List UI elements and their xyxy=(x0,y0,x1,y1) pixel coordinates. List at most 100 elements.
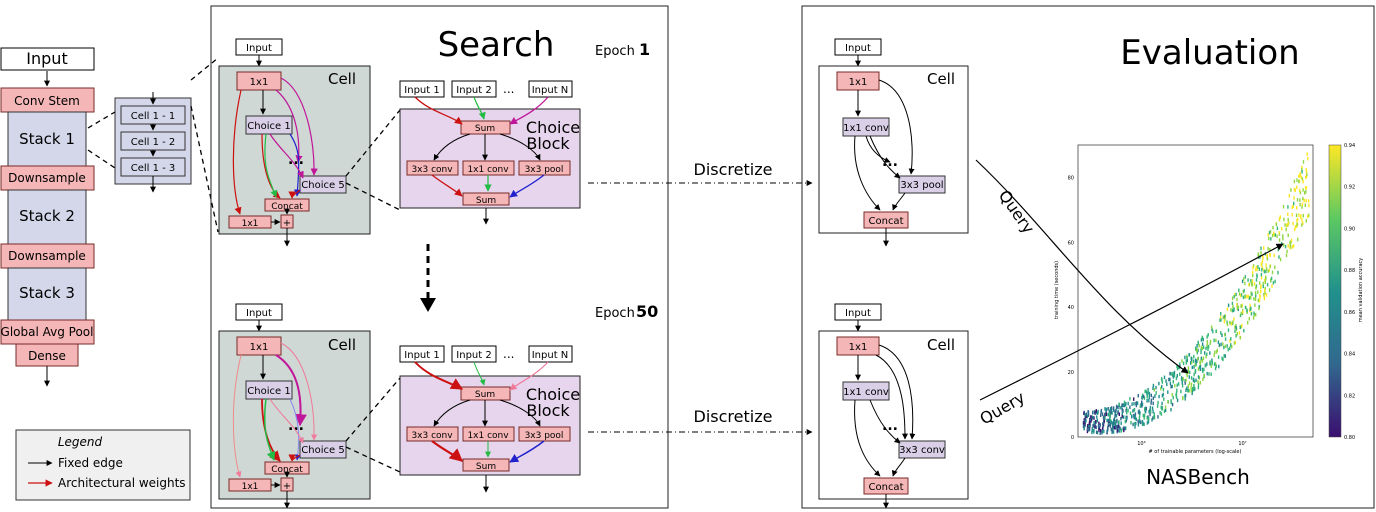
scatter-point xyxy=(1108,409,1111,414)
scatter-point xyxy=(1176,383,1178,387)
scatter-point xyxy=(1247,294,1249,299)
scatter-point xyxy=(1231,296,1234,300)
scatter-point xyxy=(1221,356,1223,361)
cell-1-3-label: Cell 1 - 3 xyxy=(131,163,176,174)
search-cell1-concat-label: Concat xyxy=(271,202,303,212)
scatter-point xyxy=(1100,413,1102,417)
scatter-point xyxy=(1118,412,1120,416)
scatter-point xyxy=(1241,279,1244,284)
scatter-point xyxy=(1110,410,1112,415)
scatter-point xyxy=(1087,427,1089,432)
scatter-point xyxy=(1083,418,1085,422)
scatter-point xyxy=(1296,178,1298,182)
cb50-inputs-ellipsis: ... xyxy=(503,347,514,361)
scatter-point xyxy=(1246,310,1248,314)
scatter-point xyxy=(1138,410,1140,415)
y-tick-label: 40 xyxy=(1068,305,1074,311)
scatter-point xyxy=(1227,303,1230,308)
scatter-point xyxy=(1253,297,1255,301)
search-cell1-choice5-box xyxy=(299,175,347,194)
scatter-point xyxy=(1114,425,1116,430)
scatter-point xyxy=(1224,314,1226,318)
scatter-point xyxy=(1140,420,1142,425)
scatter-point xyxy=(1123,400,1126,405)
scatter-point xyxy=(1115,414,1118,418)
search-choice-block-epoch1: Input 1 Input 2 ... Input N Choice Block… xyxy=(345,80,581,225)
scatter-point xyxy=(1190,382,1193,387)
scatter-point xyxy=(1301,202,1304,206)
scatter-point xyxy=(1257,252,1260,256)
scatter-point xyxy=(1084,422,1086,426)
scatter-point xyxy=(1256,273,1258,277)
y-tick-label: 60 xyxy=(1068,240,1074,246)
search-cell-epoch1: Input Cell 1x1 Choice 1 ... Choice 5 Con… xyxy=(218,38,371,247)
scatter-point xyxy=(1187,388,1190,392)
scatter-point xyxy=(1184,379,1186,383)
scatter-point xyxy=(1206,352,1208,356)
scatter-point xyxy=(1217,355,1220,359)
scatter-point xyxy=(1278,231,1280,235)
scatter-point xyxy=(1289,243,1292,248)
scatter-point xyxy=(1107,428,1109,432)
scatter-point xyxy=(1307,157,1309,161)
scatter-point xyxy=(1240,304,1242,308)
scatter-point xyxy=(1207,347,1209,351)
scatter-point xyxy=(1230,322,1233,326)
scatter-point xyxy=(1118,420,1120,424)
scatter-point xyxy=(1269,248,1271,252)
scatter-point xyxy=(1129,411,1132,416)
scatter-point xyxy=(1255,312,1257,317)
scatter-point xyxy=(1201,358,1204,363)
scatter-point xyxy=(1139,419,1141,423)
scatter-point xyxy=(1093,421,1095,425)
search-cell50-1x1-box xyxy=(236,336,282,356)
scatter-point xyxy=(1116,404,1118,409)
scatter-point xyxy=(1291,213,1293,217)
scatter-point xyxy=(1217,340,1220,344)
scatter-point xyxy=(1082,424,1085,428)
scatter-point xyxy=(1139,414,1141,418)
scatter-point xyxy=(1153,415,1155,419)
scatter-point xyxy=(1195,346,1197,350)
scatter-point xyxy=(1148,395,1150,400)
scatter-point xyxy=(1147,416,1149,421)
scatter-point xyxy=(1234,325,1236,329)
legend-fixed-edge-label: Fixed edge xyxy=(58,456,123,470)
scatter-point xyxy=(1187,384,1189,388)
scatter-point xyxy=(1114,419,1116,424)
scatter-point xyxy=(1129,405,1131,409)
epoch-50-label: Epoch xyxy=(595,306,635,321)
scatter-point xyxy=(1260,246,1262,251)
scatter-point xyxy=(1125,401,1127,406)
scatter-point xyxy=(1252,273,1254,278)
scatter-point xyxy=(1144,409,1146,413)
scatter-point xyxy=(1244,295,1246,299)
scatter-point xyxy=(1209,360,1211,365)
cb50-op-3x3pool-box xyxy=(518,426,571,442)
scatter-point xyxy=(1203,367,1205,372)
scatter-point xyxy=(1286,249,1288,254)
scatter-point xyxy=(1234,340,1237,345)
cb50-inputN-label: Input N xyxy=(532,350,569,361)
scatter-point xyxy=(1301,170,1303,174)
scatter-point xyxy=(1302,214,1304,218)
scatter-point xyxy=(1301,168,1303,172)
scatter-point xyxy=(1284,244,1287,249)
scatter-point xyxy=(1263,278,1266,282)
scatter-point xyxy=(1248,283,1250,287)
scatter-point xyxy=(1197,382,1200,387)
scatter-point xyxy=(1244,275,1246,279)
scatter-point xyxy=(1184,355,1186,360)
search-cell1-input-label: Input xyxy=(246,43,272,54)
scatter-point xyxy=(1255,265,1258,270)
scatter-point xyxy=(1293,196,1295,200)
conv-stem-box xyxy=(0,87,95,113)
scatter-point xyxy=(1252,264,1255,268)
scatter-point xyxy=(1093,423,1095,428)
scatter-point xyxy=(1157,415,1159,419)
scatter-point xyxy=(1095,410,1097,415)
scatter-point xyxy=(1121,406,1123,410)
scatter-point xyxy=(1176,398,1179,403)
scatter-point xyxy=(1273,231,1275,235)
